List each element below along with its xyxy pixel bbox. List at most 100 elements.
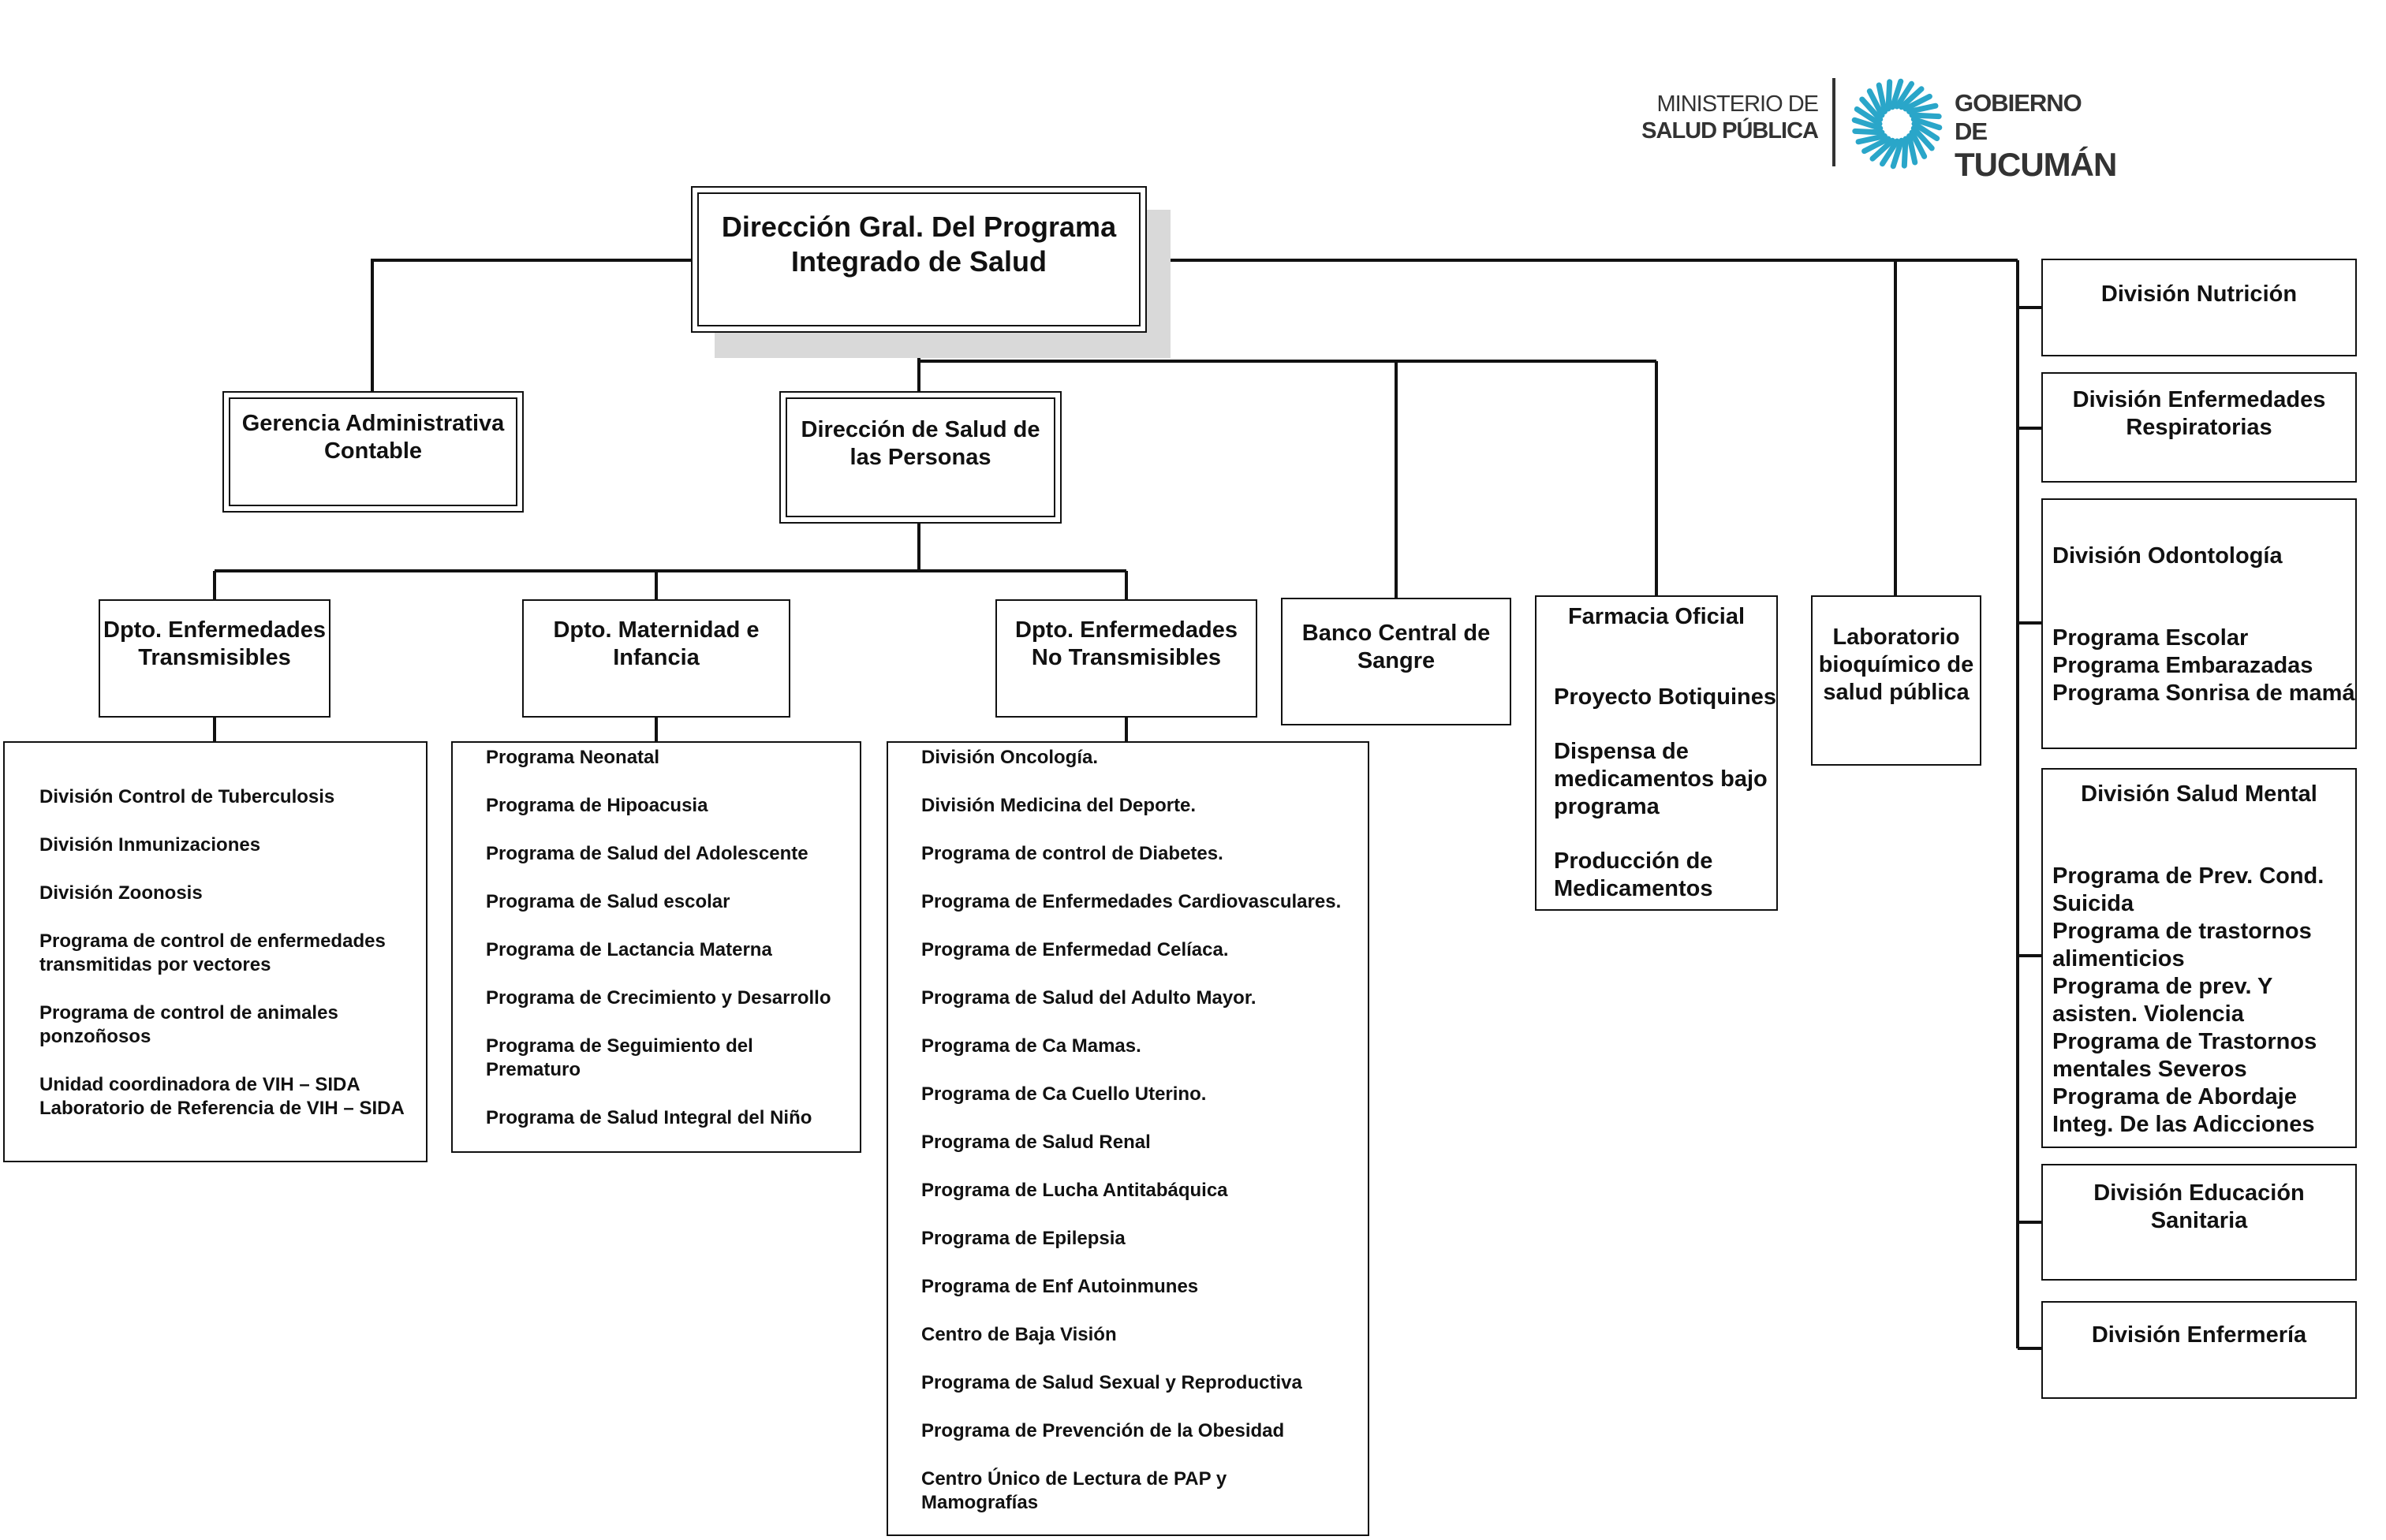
list-item: Programa de Seguimiento del: [486, 1035, 753, 1057]
salud-mental-item: alimenticios: [2052, 946, 2185, 971]
list-item: Programa de Crecimiento y Desarrollo: [486, 987, 831, 1009]
list-item: División Oncología.: [921, 747, 1099, 768]
logo-ministerio-line2: SALUD PÚBLICA: [1641, 118, 1819, 144]
sun-ray: [1851, 117, 1884, 132]
list-item: Programa de Ca Mamas.: [921, 1035, 1141, 1057]
banco-line2: Sangre: [1357, 648, 1436, 673]
odontologia-item: Programa Escolar: [2052, 625, 2249, 651]
salud-mental-item: Integ. De las Adicciones: [2052, 1112, 2315, 1137]
dpto-transmisibles-box: Dpto. Enfermedades Transmisibles: [99, 599, 330, 718]
salud-mental-item: Programa de Trastornos: [2052, 1029, 2317, 1054]
list-item: Programa de Salud Sexual y Reproductiva: [921, 1372, 1302, 1393]
salud-mental-item: asisten. Violencia: [2052, 1001, 2244, 1027]
odontologia-item: Programa Embarazadas: [2052, 653, 2313, 678]
gerencia-line2: Contable: [323, 438, 423, 464]
connector-top-left: [371, 259, 694, 392]
list-item: División Zoonosis: [39, 882, 203, 904]
list-item: Laboratorio de Referencia de VIH – SIDA: [39, 1098, 405, 1119]
laboratorio-line2: bioquímico de: [1818, 652, 1974, 677]
sun-ray: [1855, 133, 1888, 145]
sun-ray: [1852, 128, 1885, 136]
salud-mental-item: Programa de prev. Y: [2052, 974, 2273, 999]
banco-line1: Banco Central de: [1301, 621, 1491, 646]
gerencia-box: Gerencia Administrativa Contable: [222, 391, 524, 513]
sun-ray: [1901, 136, 1909, 169]
logo-ministerio-line1: MINISTERIO DE: [1656, 91, 1819, 117]
list-item: Programa de Salud escolar: [486, 891, 730, 912]
laboratorio-box: Laboratorio bioquímico de salud pública: [1811, 595, 1981, 766]
sun-ray: [1876, 82, 1888, 114]
list-item: Programa de control de Diabetes.: [921, 843, 1223, 864]
farmacia-item: Producción de: [1554, 848, 1713, 874]
sun-ray: [1879, 138, 1900, 167]
sun-ray: [1906, 133, 1918, 166]
division-respiratorias-box: División Enfermedades Respiratorias: [2041, 372, 2357, 483]
logo-gobierno-line2: TUCUMÁN: [1955, 146, 2117, 183]
division-enfermeria-box: División Enfermería: [2041, 1301, 2357, 1399]
gerencia-line1: Gerencia Administrativa: [241, 411, 505, 436]
top-direccion-box: Dirección Gral. Del Programa Integrado d…: [691, 186, 1147, 333]
list-item: Programa de Salud Integral del Niño: [486, 1107, 812, 1128]
list-item: Programa de Ca Cuello Uterino.: [921, 1083, 1207, 1105]
dpto-no-transmisibles-box: Dpto. Enfermedades No Transmisibles: [995, 599, 1257, 718]
farmacia-item: Medicamentos: [1554, 876, 1713, 901]
list-item: Prematuro: [486, 1059, 581, 1080]
sun-ray: [1861, 136, 1891, 155]
list-item: Programa Neonatal: [486, 747, 660, 768]
division-educacion-line1: División Educación: [2093, 1180, 2305, 1206]
list-item: Centro de Baja Visión: [921, 1324, 1117, 1345]
sun-emblem-icon: [1851, 78, 1943, 170]
direccion-personas-line1: Dirección de Salud de: [801, 417, 1040, 442]
odontologia-item: Programa Sonrisa de mamá: [2052, 681, 2355, 706]
no-transmisibles-list: División Oncología. División Medicina de…: [887, 741, 1369, 1536]
list-item: Programa de control de animales: [39, 1002, 338, 1024]
list-item: Unidad coordinadora de VIH – SIDA: [39, 1074, 360, 1095]
transmisibles-list: División Control de Tuberculosis Divisió…: [3, 741, 428, 1162]
list-item: División Control de Tuberculosis: [39, 786, 335, 807]
top-direccion-line1: Dirección Gral. Del Programa: [721, 211, 1117, 243]
farmacia-title: Farmacia Oficial: [1567, 604, 1746, 629]
dpto-maternidad-box: Dpto. Maternidad e Infancia: [522, 599, 790, 718]
dpto-no-transmisibles-line1: Dpto. Enfermedades: [1015, 617, 1238, 643]
list-item: Programa de Enf Autoinmunes: [921, 1276, 1199, 1297]
laboratorio-line3: salud pública: [1823, 680, 1970, 705]
logo-divider: [1832, 78, 1835, 166]
list-item: Programa de Salud del Adolescente: [486, 843, 808, 864]
list-item: División Medicina del Deporte.: [921, 795, 1197, 816]
sun-ray: [1889, 78, 1904, 110]
list-item: Programa de Lactancia Materna: [486, 939, 772, 960]
division-respiratorias-line2: Respiratorias: [2126, 415, 2272, 440]
division-enfermeria-title: División Enfermería: [2091, 1322, 2307, 1348]
sun-ray: [1902, 93, 1932, 112]
salud-mental-item: Programa de Prev. Cond.: [2052, 863, 2324, 889]
salud-mental-item: Suicida: [2052, 891, 2134, 916]
division-nutricion-box: División Nutrición: [2041, 259, 2357, 356]
laboratorio-line1: Laboratorio: [1832, 625, 1960, 650]
list-item: Mamografías: [921, 1492, 1039, 1513]
sun-ray: [1909, 129, 1928, 159]
top-direccion-line2: Integrado de Salud: [790, 245, 1047, 278]
division-odontologia-box: División Odontología Programa Escolar Pr…: [2041, 498, 2357, 749]
list-item: Centro Único de Lectura de PAP y: [921, 1468, 1227, 1490]
direccion-personas-box: Dirección de Salud de las Personas: [779, 391, 1062, 524]
dpto-maternidad-line2: Infancia: [613, 645, 700, 670]
sun-ray: [1869, 137, 1895, 162]
division-nutricion-title: División Nutrición: [2100, 282, 2298, 307]
sun-ray: [1859, 96, 1884, 122]
sun-ray: [1885, 79, 1893, 112]
farmacia-item: Proyecto Botiquines: [1554, 684, 1776, 710]
maternidad-list: Programa Neonatal Programa de Hipoacusia…: [451, 741, 861, 1153]
division-educacion-box: División Educación Sanitaria: [2041, 1164, 2357, 1281]
salud-mental-item: mentales Severos: [2052, 1057, 2247, 1082]
list-item: Programa de Prevención de la Obesidad: [921, 1420, 1285, 1441]
list-item: transmitidas por vectores: [39, 954, 271, 975]
list-item: Programa de Hipoacusia: [486, 795, 708, 816]
sun-ray: [1854, 106, 1883, 127]
dpto-transmisibles-line2: Transmisibles: [138, 645, 291, 670]
sun-ray: [1910, 125, 1935, 151]
farmacia-item: Dispensa de: [1554, 739, 1689, 764]
ministerio-logo: MINISTERIO DE SALUD PÚBLICA GOBIERNO DE …: [1625, 75, 2117, 183]
sun-ray: [1866, 88, 1885, 118]
banco-sangre-box: Banco Central de Sangre: [1281, 598, 1511, 725]
division-respiratorias-line1: División Enfermedades: [2072, 387, 2326, 412]
